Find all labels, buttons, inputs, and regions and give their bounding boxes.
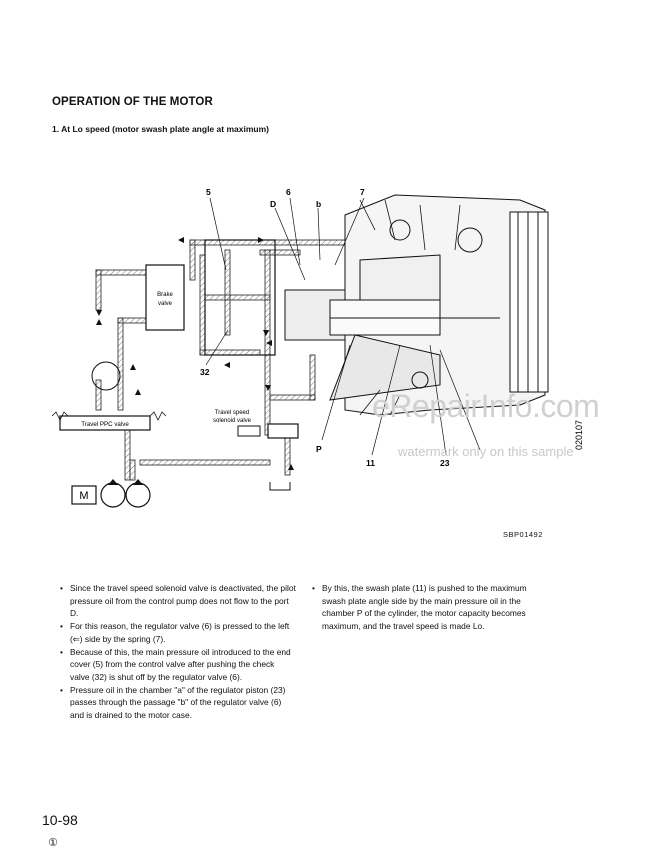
electric-motor-box — [71, 485, 97, 505]
diagram-side-code: 020107 — [574, 420, 584, 450]
page-number: 10-98 — [42, 812, 78, 828]
callout-P: P — [316, 444, 322, 454]
motor-cross-section — [284, 194, 549, 416]
figure-code: SBP01492 — [503, 530, 543, 539]
section-heading: OPERATION OF THE MOTOR — [52, 96, 213, 108]
svg-text:M: M — [79, 490, 88, 502]
callout-23: 23 — [440, 458, 450, 468]
brake-valve-label: Brake — [157, 292, 173, 298]
list-item: •For this reason, the regulator valve (6… — [60, 621, 290, 644]
list-item: •Since the travel speed solenoid valve i… — [60, 583, 296, 619]
callout-7: 7 — [360, 187, 365, 197]
pump-symbol-2 — [125, 482, 151, 508]
callout-b: b — [316, 199, 321, 209]
travel-ppc-valve-box — [59, 415, 151, 431]
oil-lines — [95, 239, 346, 481]
revision-mark: ① — [48, 837, 58, 849]
callout-D: D — [270, 199, 276, 209]
travel-ppc-valve-label: Travel PPC valve — [81, 421, 129, 428]
end-cover — [204, 239, 276, 356]
sub-heading: 1. At Lo speed (motor swash plate angle … — [52, 124, 269, 134]
flow-arrows — [96, 237, 294, 470]
solenoid-label-2: solenoid valve — [213, 418, 252, 424]
body-text-left-column: •Since the travel speed solenoid valve i… — [60, 582, 296, 722]
list-item: •Because of this, the main pressure oil … — [60, 646, 291, 682]
brake-valve-box — [145, 264, 185, 331]
travel-speed-solenoid-valve-box — [267, 423, 299, 439]
solenoid-label-1: Travel speed — [215, 410, 249, 416]
leader-lines — [205, 197, 481, 456]
svg-text:valve: valve — [158, 301, 173, 307]
callout-6: 6 — [286, 187, 291, 197]
list-item: •By this, the swash plate (11) is pushed… — [312, 583, 527, 632]
pump-symbol — [100, 482, 126, 508]
watermark-note: watermark only on this sample — [398, 444, 574, 459]
watermark-logo: eRepairInfo.com — [372, 388, 600, 424]
callout-11: 11 — [366, 458, 375, 468]
body-text-right-column: •By this, the swash plate (11) is pushed… — [312, 582, 550, 633]
callout-5: 5 — [206, 187, 211, 197]
callout-32: 32 — [200, 367, 210, 377]
list-item: •Pressure oil in the chamber "a" of the … — [60, 684, 286, 721]
